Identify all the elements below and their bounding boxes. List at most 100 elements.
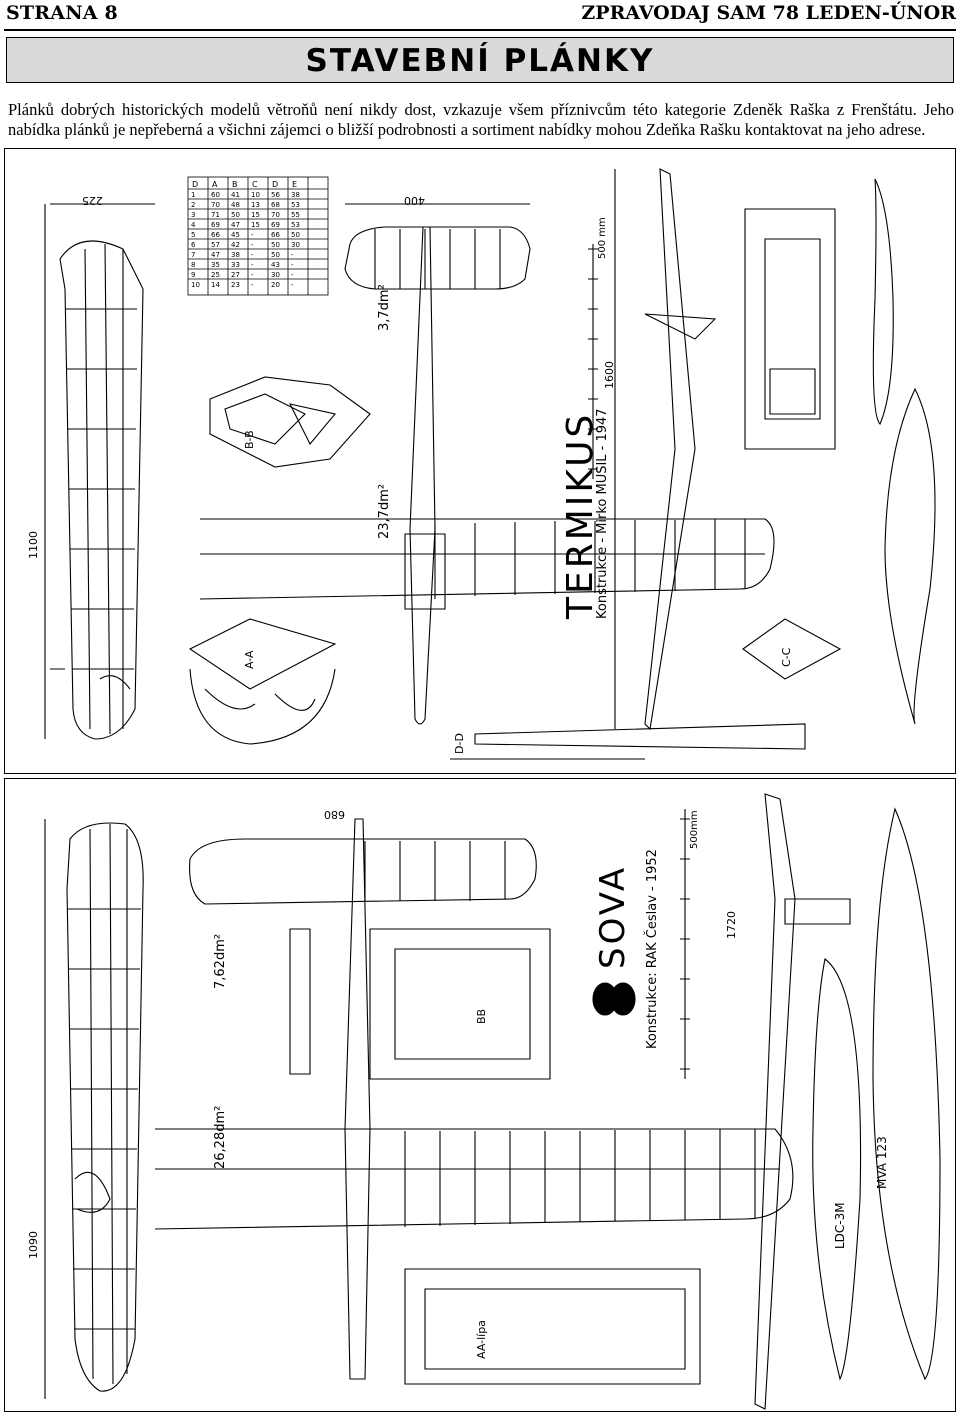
table-cell: 55 <box>291 211 300 219</box>
table-cell: 50 <box>271 241 280 249</box>
table-cell: 50 <box>271 251 280 259</box>
section-title: STAVEBNÍ PLÁNKY <box>305 43 655 79</box>
table-cell: 70 <box>211 201 220 209</box>
table-cell: - <box>251 241 254 249</box>
table-cell: 20 <box>271 281 280 289</box>
table-cell: 2 <box>191 201 195 209</box>
termikus-section-aa: A-A <box>243 650 256 669</box>
table-header-cell: C <box>252 180 258 189</box>
table-cell: 50 <box>231 211 240 219</box>
table-cell: - <box>291 251 294 259</box>
table-cell: 60 <box>211 191 220 199</box>
owl-emblem <box>592 982 636 1016</box>
table-cell: 14 <box>211 281 220 289</box>
table-cell: 56 <box>271 191 280 199</box>
table-cell: 4 <box>191 221 196 229</box>
table-cell: 23 <box>231 281 240 289</box>
table-cell: 48 <box>231 201 240 209</box>
table-cell: 38 <box>291 191 300 199</box>
termikus-wing-area: 23,7dm² <box>377 483 392 539</box>
sova-former-bb <box>289 928 551 1080</box>
sova-length: 1090 <box>27 1231 40 1259</box>
table-header-cell: A <box>212 180 218 189</box>
table-cell: 6 <box>191 241 196 249</box>
table-cell: 3 <box>191 211 195 219</box>
termikus-length: 1100 <box>27 531 40 559</box>
table-cell: 41 <box>231 191 240 199</box>
sova-section-aa: AA-lípa <box>475 1320 488 1359</box>
table-cell: 38 <box>231 251 240 259</box>
table-cell: 1 <box>191 191 195 199</box>
table-cell: 30 <box>291 241 300 249</box>
sova-airfoil-mva: MVA 123 <box>875 1136 889 1189</box>
sova-span: 1720 <box>725 911 738 939</box>
sova-section-aa <box>404 1268 701 1385</box>
table-cell: - <box>251 261 254 269</box>
sova-constructor: Konstrukce: RAK Česlav - 1952 <box>645 849 660 1049</box>
termikus-stabilizer <box>344 203 531 290</box>
table-header-cell: D <box>192 180 198 189</box>
termikus-former-aa <box>188 618 337 745</box>
magazine-issue: ZPRAVODAJ SAM 78 LEDEN-ÚNOR <box>581 2 956 24</box>
table-cell: 53 <box>291 221 300 229</box>
table-cell: 43 <box>271 261 280 269</box>
table-cell: - <box>251 251 254 259</box>
table-cell: 66 <box>211 231 220 239</box>
table-cell: 68 <box>271 201 280 209</box>
termikus-wing-front <box>614 168 717 731</box>
sova-fuselage-top <box>344 818 371 1380</box>
termikus-dim-400: 400 <box>404 194 425 207</box>
table-cell: 25 <box>211 271 220 279</box>
sova-scale-bar <box>680 809 690 1079</box>
table-header-cell: E <box>292 180 297 189</box>
table-cell: 7 <box>191 251 195 259</box>
table-cell: 53 <box>291 201 300 209</box>
table-header-cell: B <box>232 180 238 189</box>
termikus-section-bb: B-B <box>243 430 256 449</box>
table-cell: 10 <box>191 281 200 289</box>
sova-wing-front <box>754 793 851 1410</box>
table-cell: 70 <box>271 211 280 219</box>
termikus-constructor: Konstrukce - Mirko MUSIL - 1947 <box>595 408 610 619</box>
table-cell: 47 <box>231 221 240 229</box>
table-cell: 10 <box>251 191 260 199</box>
table-cell: 42 <box>231 241 240 249</box>
table-cell: 50 <box>291 231 300 239</box>
termikus-fuselage-side <box>44 203 155 740</box>
termikus-dim-225: 225 <box>82 194 103 207</box>
termikus-former-bb <box>209 376 371 468</box>
sova-scale-label: 500mm <box>689 810 700 849</box>
table-cell: 8 <box>191 261 195 269</box>
table-cell: 35 <box>211 261 220 269</box>
table-cell: - <box>291 261 294 269</box>
table-cell: 15 <box>251 221 260 229</box>
page-number: STRANA 8 <box>6 2 118 24</box>
sova-wing-area: 26,28dm² <box>213 1105 228 1169</box>
table-cell: 69 <box>271 221 280 229</box>
termikus-wing <box>199 518 775 600</box>
table-cell: 33 <box>231 261 240 269</box>
termikus-scale-label: 500 mm <box>597 217 608 259</box>
header-rule <box>4 29 956 31</box>
table-cell: 27 <box>231 271 240 279</box>
sova-fuselage-side <box>44 819 144 1399</box>
termikus-ordinate-table <box>187 176 329 296</box>
termikus-scale-bar <box>588 244 598 479</box>
sova-title: SOVA <box>593 864 633 969</box>
page-header: STRANA 8 ZPRAVODAJ SAM 78 LEDEN-ÚNOR <box>0 0 960 26</box>
table-cell: 57 <box>211 241 220 249</box>
plan-sova: SOVA Konstrukce: RAK Česlav - 1952 7,62d… <box>4 778 956 1412</box>
termikus-airfoil <box>872 178 936 725</box>
table-cell: - <box>291 271 294 279</box>
table-cell: - <box>251 231 254 239</box>
sova-airfoils <box>812 807 941 1381</box>
table-cell: 30 <box>271 271 280 279</box>
table-cell: 5 <box>191 231 195 239</box>
termikus-span: 1600 <box>603 361 616 389</box>
sova-airfoil-ldc: LDC-3M <box>833 1202 847 1249</box>
table-header-cell: D <box>272 180 278 189</box>
table-cell: 47 <box>211 251 220 259</box>
table-cell: - <box>251 281 254 289</box>
